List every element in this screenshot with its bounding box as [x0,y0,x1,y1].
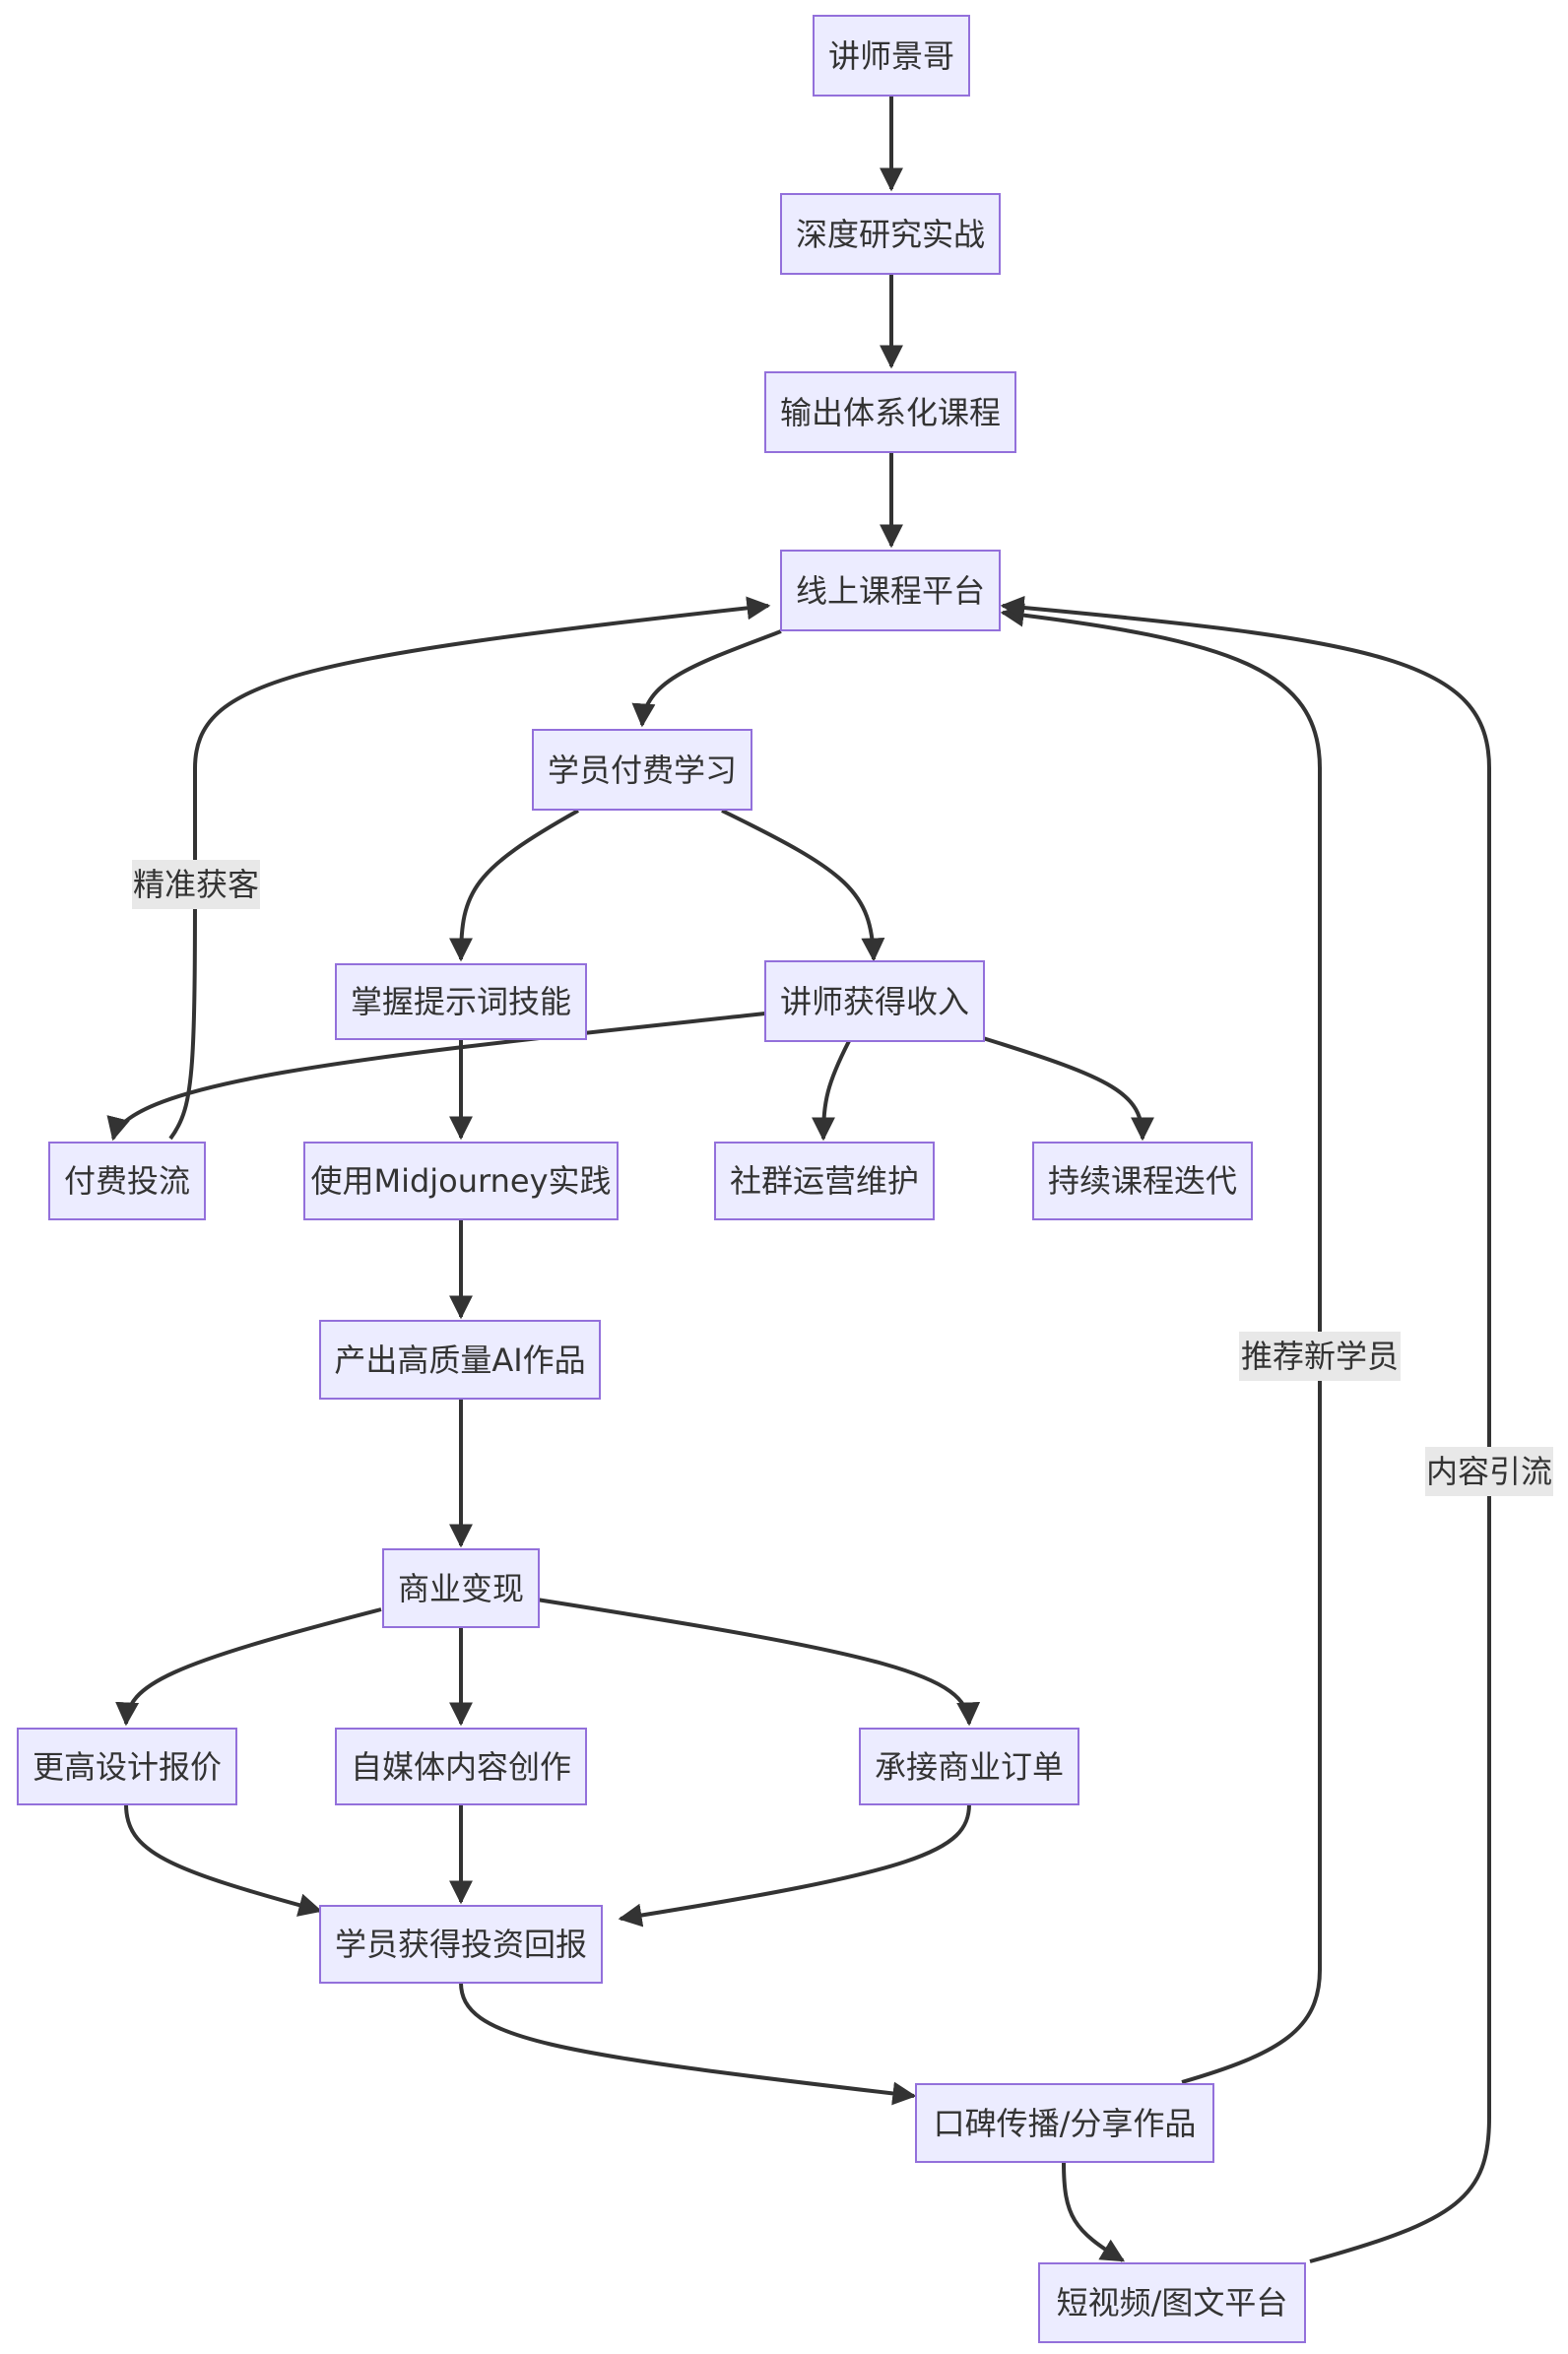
svg-text:自媒体内容创作: 自媒体内容创作 [351,1748,571,1786]
edge-word-of-mouth-to-platform [1000,603,1322,2084]
svg-text:社群运营维护: 社群运营维护 [730,1162,919,1200]
svg-text:推荐新学员: 推荐新学员 [1241,1338,1399,1375]
edge-platform-to-student-pay [631,629,782,728]
svg-text:掌握提示词技能: 掌握提示词技能 [351,983,571,1020]
edge-label-content-traffic: 内容引流 [1425,1447,1553,1496]
edge-higher-quote-to-student-roi [124,1803,323,1917]
node-monetize[interactable]: 商业变现 [382,1548,540,1628]
edge-label-precise-acquisition: 精准获客 [132,860,260,909]
svg-text:更高设计报价: 更高设计报价 [33,1748,222,1786]
nodes: 讲师景哥 深度研究实战 输出体系化课程 线上课程平台 学员付费学习 掌握提示词技… [17,15,1306,2343]
edge-short-video-to-platform [1000,596,1491,2263]
node-short-video[interactable]: 短视频/图文平台 [1038,2262,1306,2343]
svg-text:口碑传播/分享作品: 口碑传播/分享作品 [934,2105,1197,2142]
edge-monetize-to-higher-quote [115,1607,382,1727]
edge-student-pay-to-lecturer-income [721,809,885,962]
svg-text:短视频/图文平台: 短视频/图文平台 [1057,2284,1288,2321]
edge-word-of-mouth-to-short-video [1062,2161,1126,2262]
svg-text:讲师获得收入: 讲师获得收入 [780,983,969,1020]
svg-text:商业变现: 商业变现 [398,1570,524,1607]
svg-text:学员付费学习: 学员付费学习 [548,752,737,789]
svg-text:讲师景哥: 讲师景哥 [828,37,954,75]
edge-student-roi-to-word-of-mouth [459,1982,917,2106]
svg-text:承接商业订单: 承接商业订单 [875,1748,1064,1786]
node-community-ops[interactable]: 社群运营维护 [714,1142,935,1220]
svg-text:产出高质量AI作品: 产出高质量AI作品 [334,1341,585,1379]
node-word-of-mouth[interactable]: 口碑传播/分享作品 [915,2083,1214,2163]
node-online-platform[interactable]: 线上课程平台 [780,550,1001,631]
node-higher-quote[interactable]: 更高设计报价 [17,1728,237,1805]
edge-lecturer-income-to-community-ops [812,1040,851,1142]
edge-lecturer-income-to-paid-ads [106,1012,766,1142]
svg-text:深度研究实战: 深度研究实战 [796,216,985,253]
node-paid-ads[interactable]: 付费投流 [48,1142,206,1220]
edge-lecturer-income-to-course-iterate [982,1036,1154,1142]
node-student-roi[interactable]: 学员获得投资回报 [319,1905,603,1984]
edge-paid-ads-to-platform [168,596,771,1141]
node-lecturer[interactable]: 讲师景哥 [813,15,970,97]
node-mj-practice[interactable]: 使用Midjourney实践 [303,1142,619,1220]
edge-student-pay-to-master-prompt [449,809,579,962]
svg-text:付费投流: 付费投流 [64,1162,190,1200]
svg-text:持续课程迭代: 持续课程迭代 [1048,1162,1237,1200]
svg-text:输出体系化课程: 输出体系化课程 [780,394,1001,431]
svg-text:内容引流: 内容引流 [1426,1453,1552,1490]
node-lecturer-income[interactable]: 讲师获得收入 [764,960,985,1042]
node-master-prompt[interactable]: 掌握提示词技能 [335,963,587,1040]
node-course-iterate[interactable]: 持续课程迭代 [1032,1142,1253,1220]
edge-monetize-to-business-orders [536,1598,981,1727]
svg-text:精准获客: 精准获客 [133,866,259,903]
svg-text:使用Midjourney实践: 使用Midjourney实践 [310,1162,611,1200]
edge-business-orders-to-student-roi [618,1803,971,1928]
node-business-orders[interactable]: 承接商业订单 [859,1728,1079,1805]
edges [106,97,1491,2263]
node-self-media[interactable]: 自媒体内容创作 [335,1728,587,1805]
node-research[interactable]: 深度研究实战 [780,193,1001,275]
svg-text:线上课程平台: 线上课程平台 [796,572,985,610]
node-course-output[interactable]: 输出体系化课程 [764,371,1016,453]
svg-text:学员获得投资回报: 学员获得投资回报 [335,1926,587,1963]
edge-labels: 精准获客 推荐新学员 内容引流 [132,860,1553,1496]
node-student-pay[interactable]: 学员付费学习 [532,729,752,811]
edge-label-recommend-students: 推荐新学员 [1239,1332,1401,1381]
node-ai-works[interactable]: 产出高质量AI作品 [319,1320,601,1400]
